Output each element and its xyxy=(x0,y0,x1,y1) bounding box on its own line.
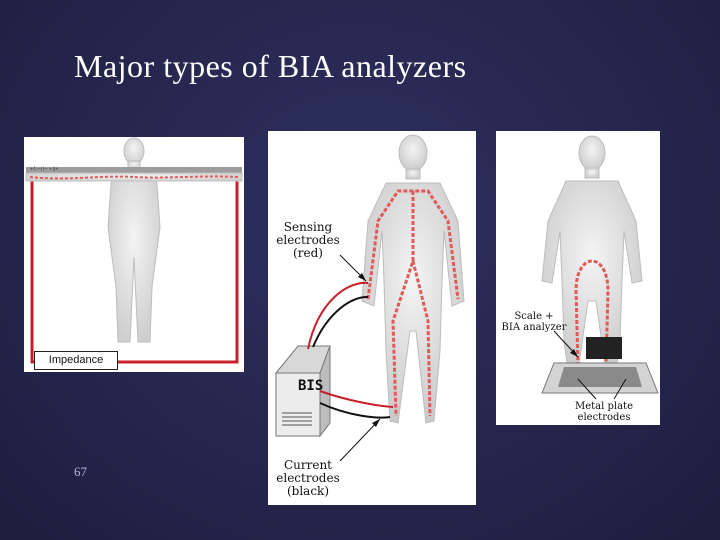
current-lead-upper xyxy=(312,295,369,348)
impedance-label: Impedance xyxy=(34,351,118,370)
plate-label-line-2: electrodes xyxy=(577,412,631,423)
arms xyxy=(25,172,243,182)
hand-to-hand-figure: +1 —||— +||+ Impedance xyxy=(24,137,244,372)
current-arrow xyxy=(339,418,381,462)
plate-arrow-right xyxy=(613,378,627,400)
slide-title: Major types of BIA analyzers xyxy=(74,48,467,84)
sensing-electrodes-label: Sensing electrodes (red) xyxy=(268,220,348,261)
scale-label-line-1: Scale + xyxy=(514,311,554,322)
signal-path-legs xyxy=(574,259,610,367)
measurement-bar xyxy=(26,167,242,175)
sensing-label-line-1: Sensing xyxy=(283,220,333,234)
sensing-label-line-2: electrodes xyxy=(276,233,340,248)
hand-to-hand-illustration: +1 —||— +||+ xyxy=(25,137,243,364)
sensing-label-line-3: (red) xyxy=(293,246,323,261)
bis-device xyxy=(274,345,331,438)
bis-illustration xyxy=(274,134,465,462)
current-label-line-1: Current xyxy=(283,458,333,472)
page-number: 67 xyxy=(74,464,87,479)
foot-to-foot-figure: Scale + BIA analyzer Metal plate electro… xyxy=(496,131,660,425)
body-silhouette xyxy=(541,135,643,372)
plate-label-line-1: Metal plate xyxy=(574,401,633,412)
body-silhouette xyxy=(107,137,161,343)
sensing-lead-upper xyxy=(307,281,369,350)
plate-arrow-left xyxy=(577,378,597,400)
body-silhouette xyxy=(361,134,465,424)
current-label-line-2: electrodes xyxy=(276,471,340,486)
current-label-line-3: (black) xyxy=(286,484,330,499)
current-path xyxy=(29,175,239,180)
scale-label-line-2: BIA analyzer xyxy=(501,322,567,333)
scale-analyzer-label: Scale + BIA analyzer xyxy=(496,311,572,333)
signal-path-legs xyxy=(391,191,432,417)
current-electrodes-label: Current electrodes (black) xyxy=(268,458,348,499)
current-lead-lower xyxy=(319,402,391,419)
device-label: BIS xyxy=(298,378,324,394)
scale-platform xyxy=(541,337,659,394)
foot-to-foot-illustration xyxy=(541,135,659,400)
bis-figure: BIS Sensing electrodes (red) Current ele… xyxy=(268,131,476,505)
svg-text:+1 —||— +||+: +1 —||— +||+ xyxy=(30,166,59,171)
sensing-lead-lower xyxy=(319,390,394,408)
metal-plate-label: Metal plate electrodes xyxy=(566,401,642,423)
